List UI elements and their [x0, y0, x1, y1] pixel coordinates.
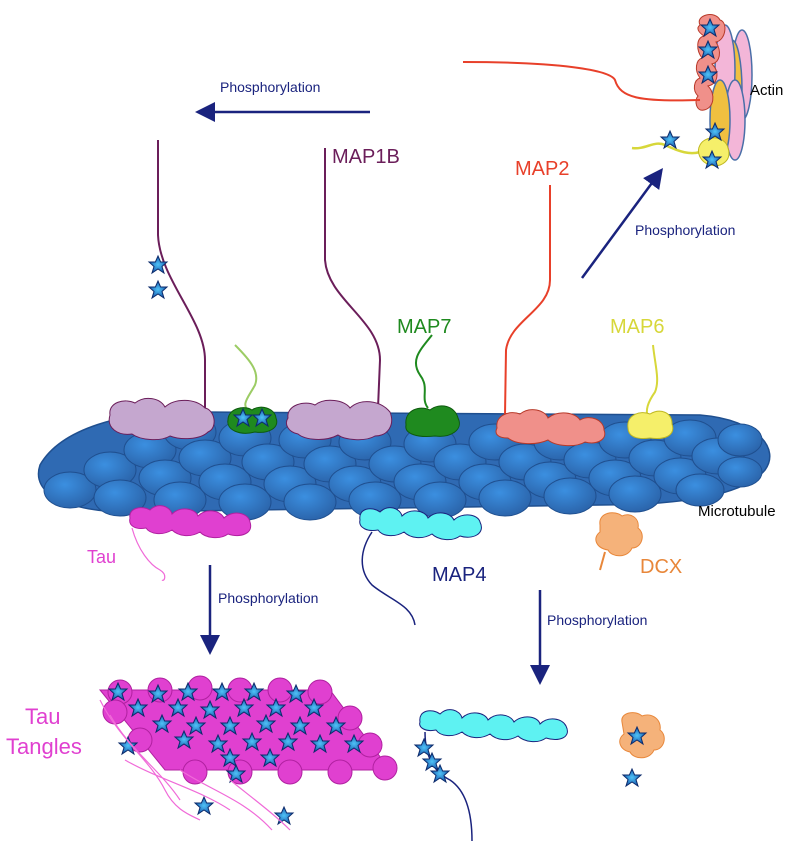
map7-label: MAP7	[397, 316, 451, 338]
tau-label: Tau	[87, 547, 116, 567]
map1b-left-protein	[108, 140, 215, 441]
dcx-dissociated	[619, 712, 665, 787]
dcx-label: DCX	[640, 556, 682, 578]
dcx-protein	[595, 512, 643, 571]
tau-tangles-label-line2: Tangles	[6, 734, 82, 759]
phosphorylation-label-bottom-left: Phosphorylation	[218, 590, 318, 606]
map4-protein	[359, 507, 482, 626]
phospho-star-icon	[148, 255, 168, 274]
map4-label: MAP4	[432, 564, 486, 586]
phosphorylation-label-bottom-right: Phosphorylation	[547, 612, 647, 628]
tau-tangles	[98, 675, 398, 831]
map7-left-protein	[227, 344, 278, 434]
map6-protein	[627, 344, 674, 439]
actin-label: Actin	[750, 82, 783, 99]
phospho-star-icon	[422, 752, 442, 771]
phosphorylation-label-right: Phosphorylation	[635, 222, 735, 238]
map7-protein	[405, 334, 460, 437]
phospho-star-icon	[148, 280, 168, 299]
map2-label: MAP2	[515, 158, 569, 180]
map6-label: MAP6	[610, 316, 664, 338]
map2-protein	[495, 185, 606, 447]
microtubule-label: Microtubule	[698, 503, 776, 520]
phospho-star-icon	[622, 768, 642, 787]
map1b-label: MAP1B	[332, 146, 400, 168]
phosphorylation-label-top: Phosphorylation	[220, 79, 320, 95]
map4-dissociated	[414, 709, 568, 841]
phospho-star-icon	[414, 738, 434, 757]
tau-protein	[129, 505, 252, 581]
map1b-protein	[285, 148, 393, 441]
tau-tangles-label-line1: Tau	[25, 704, 60, 729]
phosphorylation-arrows	[195, 102, 663, 685]
arrow-actin-phos	[580, 167, 663, 279]
actin-filament	[462, 14, 753, 169]
